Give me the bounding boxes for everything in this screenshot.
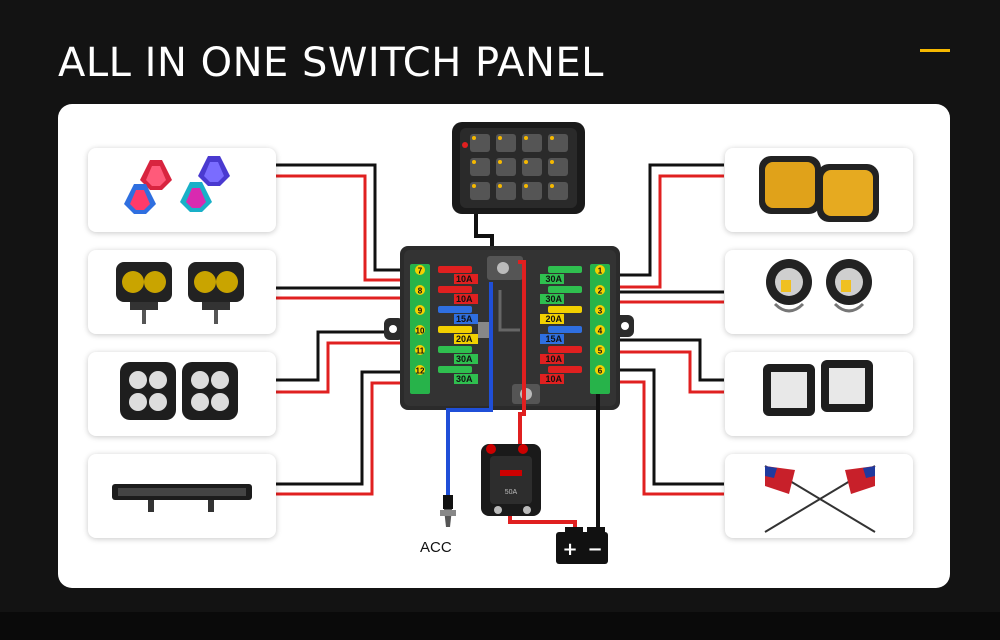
device-card-amber-work-lights [725, 148, 913, 232]
light-bar-icon [112, 484, 252, 512]
accent-bar [920, 49, 950, 52]
device-card-whip-flags [725, 454, 913, 538]
pod-light-icon [763, 360, 873, 416]
pod-light-icon [120, 362, 238, 420]
device-card-yellow-pod-lights [88, 250, 276, 334]
device-card-round-fog-lights [725, 250, 913, 334]
bottom-strip [0, 612, 1000, 640]
work-light-icon [759, 156, 879, 222]
page-title: ALL IN ONE SWITCH PANEL [58, 40, 604, 86]
device-card-led-light-bar [88, 454, 276, 538]
flag-icon [764, 465, 876, 533]
device-card-cube-led-pods [725, 352, 913, 436]
acc-label: ACC [420, 539, 452, 556]
device-card-quad-led-pods [88, 352, 276, 436]
rock-light-icon [124, 156, 230, 214]
fog-light-icon [766, 259, 872, 313]
pod-light-icon [116, 262, 244, 324]
device-card-rgb-rock-lights [88, 148, 276, 232]
